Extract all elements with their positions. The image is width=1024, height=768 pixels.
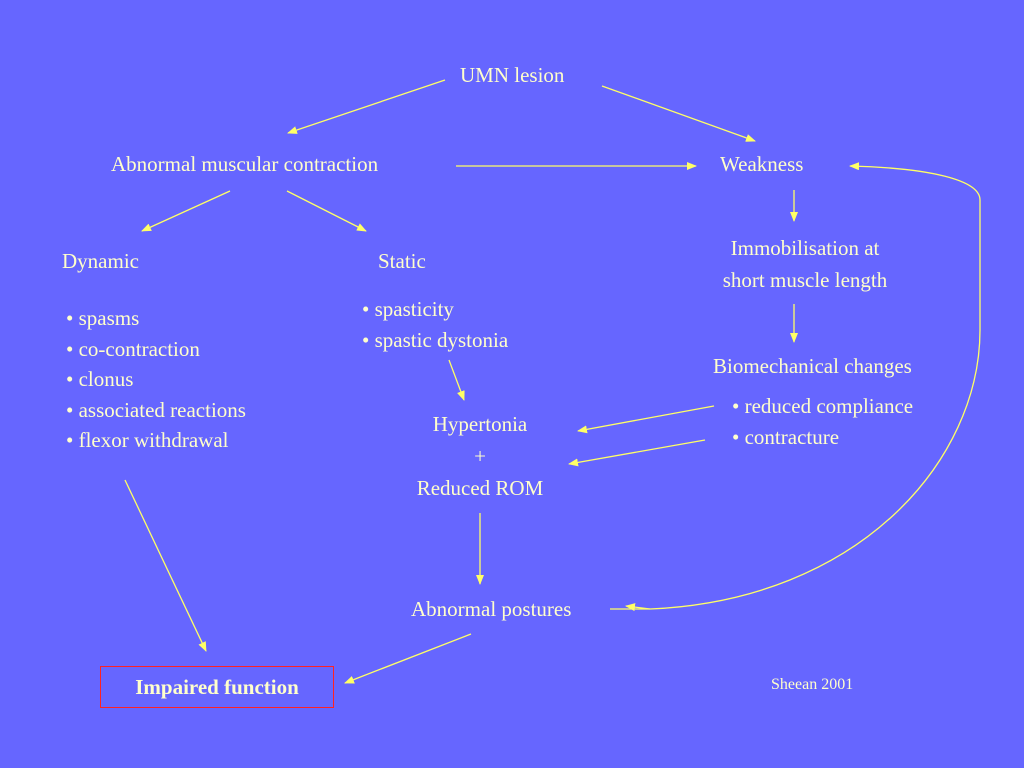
list-item: spastic dystonia xyxy=(362,325,509,356)
list-item: contracture xyxy=(732,422,913,453)
list-item: co-contraction xyxy=(66,334,246,365)
arrow-postures-to-impaired xyxy=(344,633,472,684)
list-item: flexor withdrawal xyxy=(66,425,246,456)
reduced-rom-label: Reduced ROM xyxy=(416,476,544,500)
list-item: spasticity xyxy=(362,294,508,325)
arrow-postures-to-weakness-curve xyxy=(610,162,981,610)
node-abnormal-postures: Abnormal postures xyxy=(411,597,572,621)
arrow-contracture-to-rom xyxy=(568,439,706,467)
node-hypertonia-rom: Hypertonia + Reduced ROM xyxy=(380,408,580,504)
node-immobilisation: Immobilisation at short muscle length xyxy=(700,232,910,296)
static-list: spasticity spastic dystonia xyxy=(362,294,509,356)
impaired-function-label: Impaired function xyxy=(135,674,299,699)
arrow-weakness-to-postures-head xyxy=(625,603,651,612)
node-static: Static xyxy=(378,249,426,273)
citation: Sheean 2001 xyxy=(771,676,854,693)
node-umn-lesion: UMN lesion xyxy=(460,63,565,87)
node-weakness: Weakness xyxy=(720,152,804,176)
list-item: clonus xyxy=(66,364,246,395)
immobilisation-line-1: Immobilisation at xyxy=(730,236,880,260)
list-item: reduced compliance xyxy=(732,391,914,422)
hypertonia-label: Hypertonia xyxy=(432,412,528,436)
arrow-umn-to-abnormal xyxy=(287,79,446,134)
arrow-static-to-hypertonia xyxy=(448,359,465,401)
node-abnormal-muscular-contraction: Abnormal muscular contraction xyxy=(111,152,379,176)
arrow-compliance-to-hypertonia xyxy=(577,405,715,434)
immobilisation-line-2: short muscle length xyxy=(722,268,888,292)
arrow-dynamic-to-impaired xyxy=(124,479,207,652)
list-item: spasms xyxy=(66,303,246,334)
arrow-abnormal-to-dynamic xyxy=(141,190,231,232)
dynamic-list: spasms co-contraction clonus associated … xyxy=(66,303,246,456)
node-impaired-function: Impaired function xyxy=(100,666,334,708)
plus-label: + xyxy=(474,444,486,468)
node-dynamic: Dynamic xyxy=(62,249,139,273)
list-item: associated reactions xyxy=(66,395,246,426)
arrow-abnormal-to-static xyxy=(286,190,367,232)
biomechanical-list: reduced compliance contracture xyxy=(732,391,914,453)
node-biomechanical-changes: Biomechanical changes xyxy=(713,354,912,378)
arrow-umn-to-weakness xyxy=(601,85,756,142)
